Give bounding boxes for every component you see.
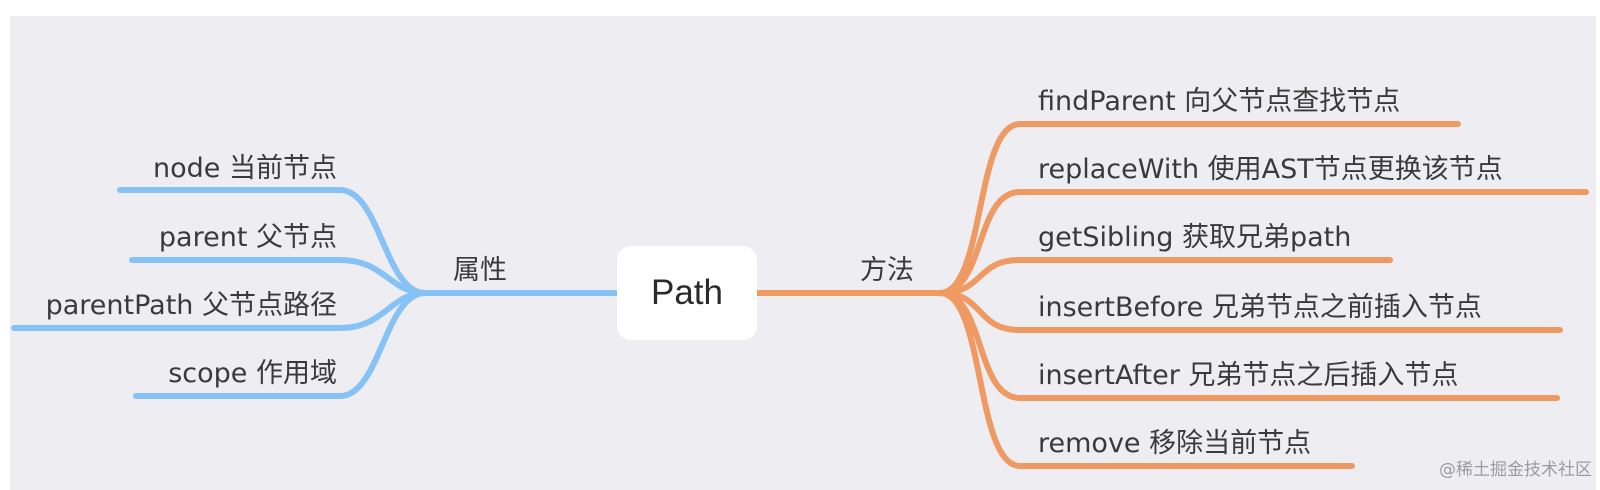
right-group-label[interactable]: 方法 xyxy=(860,255,914,286)
right-leaf-getsibling[interactable]: getSibling 获取兄弟path xyxy=(1038,222,1352,253)
left-leaf-scope[interactable]: scope 作用域 xyxy=(168,358,337,389)
right-leaf-insertbefore[interactable]: insertBefore 兄弟节点之前插入节点 xyxy=(1038,292,1482,323)
right-branch-line-replacewith xyxy=(937,189,1589,296)
right-branch-line-findparent xyxy=(937,121,1461,296)
root-node[interactable]: Path xyxy=(617,246,757,340)
watermark: @稀土掘金技术社区 xyxy=(1439,460,1592,480)
left-leaf-parentpath[interactable]: parentPath 父节点路径 xyxy=(45,290,337,321)
right-leaf-replacewith[interactable]: replaceWith 使用AST节点更换该节点 xyxy=(1038,154,1503,185)
right-leaf-insertafter[interactable]: insertAfter 兄弟节点之后插入节点 xyxy=(1038,360,1459,391)
left-group-label[interactable]: 属性 xyxy=(453,255,507,286)
right-branch-line-remove xyxy=(937,290,1355,469)
mindmap-canvas xyxy=(10,16,1596,490)
right-leaf-findparent[interactable]: findParent 向父节点查找节点 xyxy=(1038,86,1401,117)
right-branch-line-getsibling xyxy=(937,257,1393,296)
left-leaf-node[interactable]: node 当前节点 xyxy=(153,153,337,184)
right-leaf-remove[interactable]: remove 移除当前节点 xyxy=(1038,428,1312,459)
left-branch-line-parent xyxy=(129,257,428,296)
left-leaf-parent[interactable]: parent 父节点 xyxy=(158,222,337,253)
left-branch-line-scope xyxy=(133,290,428,399)
root-node-label: Path xyxy=(651,273,723,312)
